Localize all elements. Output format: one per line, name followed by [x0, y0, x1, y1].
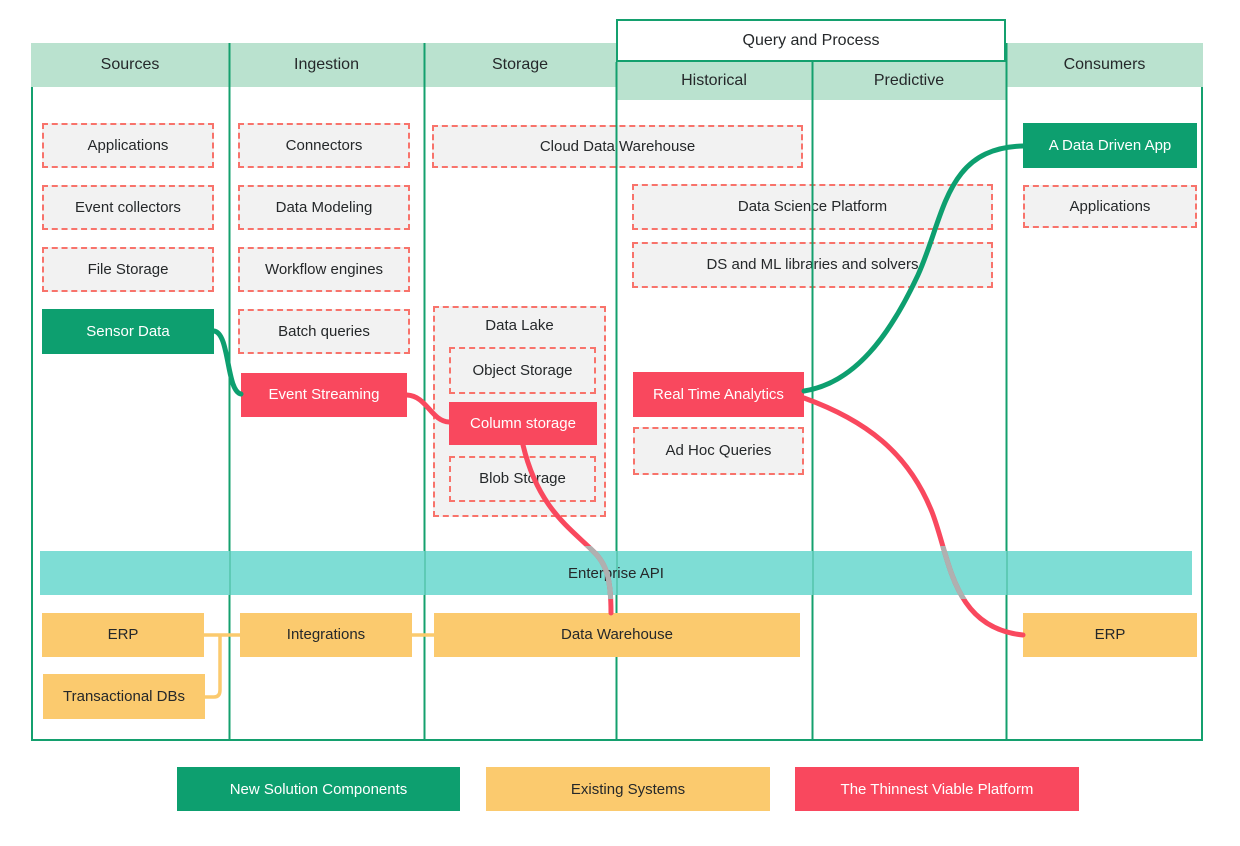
node-data-science-platform: Data Science Platform: [632, 184, 993, 230]
node-label: Object Storage: [472, 361, 573, 379]
legend-existing-systems: Existing Systems: [486, 767, 770, 811]
divider-mark: [1006, 551, 1008, 595]
legend-label: New Solution Components: [229, 780, 408, 798]
enterprise-api-band: Enterprise API: [40, 551, 1192, 595]
header-ingestion: Ingestion: [229, 43, 424, 87]
node-label: ERP: [1094, 626, 1126, 644]
predictive-label: Predictive: [873, 72, 945, 89]
node-label: Column storage: [470, 414, 576, 432]
legend-label: Existing Systems: [570, 780, 686, 798]
node-ad-hoc-queries: Ad Hoc Queries: [633, 427, 804, 475]
header-query-and-process: Query and Process: [616, 19, 1006, 62]
node-event-collectors: Event collectors: [42, 185, 214, 230]
node-batch-queries: Batch queries: [238, 309, 410, 354]
node-cloud-data-warehouse: Cloud Data Warehouse: [432, 125, 803, 168]
divider-mark: [812, 551, 814, 595]
node-label: Sensor Data: [86, 322, 170, 340]
historical-label: Historical: [681, 72, 747, 89]
node-workflow-engines: Workflow engines: [238, 247, 410, 292]
node-file-storage: File Storage: [42, 247, 214, 292]
ingestion-label: Ingestion: [294, 56, 359, 73]
sources-label: Sources: [100, 56, 160, 73]
node-label: Ad Hoc Queries: [665, 442, 772, 460]
node-label: ERP: [107, 626, 139, 644]
node-data-warehouse: Data Warehouse: [434, 613, 800, 657]
header-historical: Historical: [616, 62, 812, 100]
divider-mark: [229, 551, 231, 595]
node-label: A Data Driven App: [1048, 136, 1172, 154]
node-label: Blob Storage: [479, 470, 566, 488]
node-label: Event collectors: [75, 198, 181, 216]
node-sensor-data: Sensor Data: [42, 309, 214, 354]
node-erp-source: ERP: [42, 613, 204, 657]
node-transactional-dbs: Transactional DBs: [43, 674, 205, 719]
header-band-historical-predictive: [616, 62, 1006, 100]
node-event-streaming: Event Streaming: [241, 373, 407, 417]
node-applications-consumer: Applications: [1023, 185, 1197, 228]
node-data-modeling: Data Modeling: [238, 185, 410, 230]
node-label: Data Warehouse: [560, 626, 673, 644]
legend-thinnest-viable-platform: The Thinnest Viable Platform: [795, 767, 1079, 811]
node-label: Event Streaming: [268, 386, 380, 404]
node-label: File Storage: [87, 260, 169, 278]
node-column-storage: Column storage: [449, 402, 597, 445]
node-label: Transactional DBs: [63, 687, 185, 705]
query-and-process-label: Query and Process: [742, 31, 880, 49]
header-consumers: Consumers: [1006, 43, 1203, 87]
divider-mark: [616, 551, 618, 595]
node-label: Data Science Platform: [737, 198, 888, 216]
node-integrations: Integrations: [240, 613, 412, 657]
node-applications-source: Applications: [42, 123, 214, 168]
node-label: Cloud Data Warehouse: [539, 137, 696, 155]
data-lake-label: Data Lake: [485, 317, 554, 334]
node-label: Real Time Analytics: [653, 385, 784, 403]
node-label: Applications: [87, 136, 169, 154]
node-label: DS and ML libraries and solvers: [706, 256, 919, 274]
storage-label: Storage: [491, 56, 549, 73]
header-predictive: Predictive: [812, 62, 1006, 100]
node-erp-consumer: ERP: [1023, 613, 1197, 657]
header-sources: Sources: [31, 43, 229, 87]
legend-label: The Thinnest Viable Platform: [840, 780, 1034, 798]
node-label: Connectors: [285, 136, 363, 154]
header-storage: Storage: [424, 43, 616, 87]
consumers-label: Consumers: [1063, 56, 1146, 73]
node-label: Data Modeling: [275, 198, 373, 216]
node-ds-ml-libraries: DS and ML libraries and solvers: [632, 242, 993, 288]
node-label: Applications: [1069, 197, 1151, 215]
header-band-consumers: [1006, 43, 1203, 87]
node-object-storage: Object Storage: [449, 347, 596, 394]
node-label: Integrations: [286, 626, 366, 644]
node-label: Batch queries: [278, 322, 370, 340]
node-real-time-analytics: Real Time Analytics: [633, 372, 804, 417]
node-blob-storage: Blob Storage: [449, 456, 596, 502]
header-band-left: [31, 43, 616, 87]
divider-mark: [424, 551, 426, 595]
node-a-data-driven-app: A Data Driven App: [1023, 123, 1197, 168]
node-label: Workflow engines: [264, 260, 384, 278]
legend-new-solution-components: New Solution Components: [177, 767, 460, 811]
node-connectors: Connectors: [238, 123, 410, 168]
